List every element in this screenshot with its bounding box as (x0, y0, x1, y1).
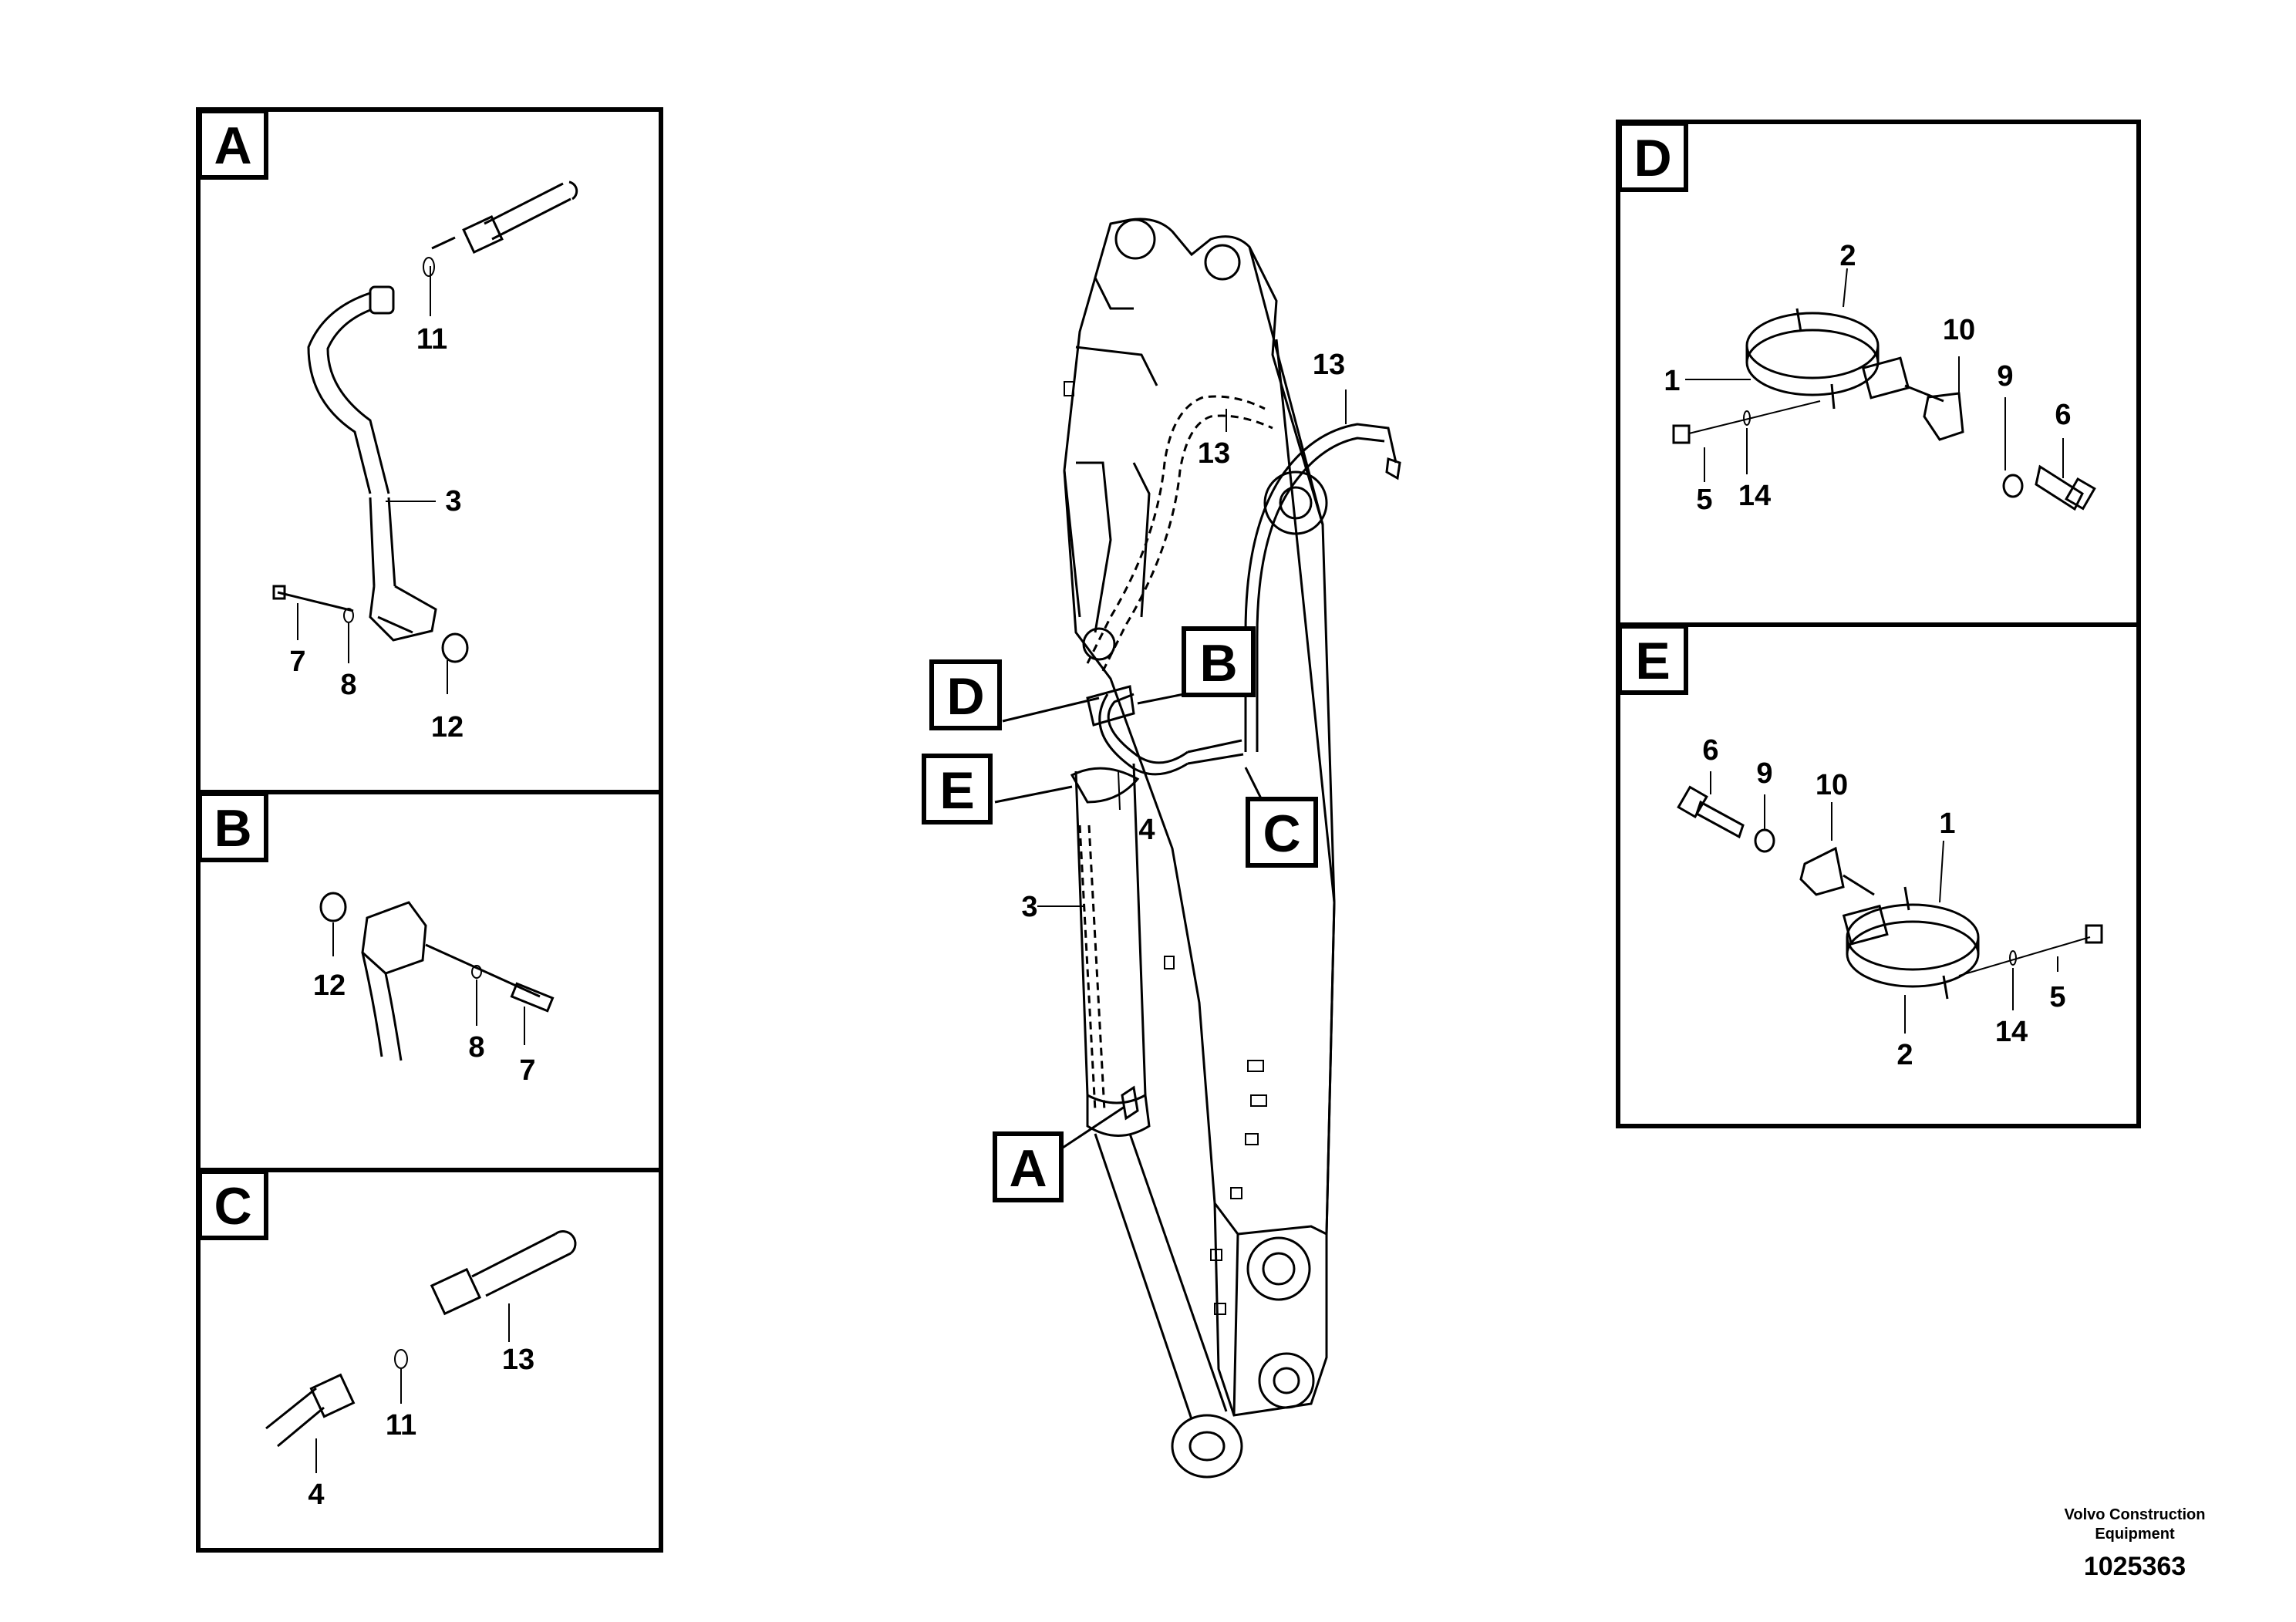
panel-b-letter: B (214, 799, 251, 858)
label-6-e: 6 (1702, 734, 1718, 767)
callout-d: D (946, 667, 984, 726)
callout-e: E (939, 761, 974, 820)
drawing-number: 1025363 (2084, 1552, 2186, 1581)
label-4-c: 4 (308, 1479, 324, 1511)
label-13-c: 13 (502, 1344, 534, 1376)
detail-panel-a: A 11 3 7 8 12 (196, 107, 663, 794)
label-5-d: 5 (1696, 484, 1712, 516)
label-7-b: 7 (519, 1054, 535, 1087)
label-7: 7 (289, 646, 305, 678)
detail-panel-c: C 13 11 4 (196, 1168, 663, 1553)
label-10-d: 10 (1943, 314, 1975, 346)
panel-d-letter: D (1633, 129, 1671, 187)
detail-panel-e: E 6 9 10 1 2 14 5 (1616, 622, 2141, 1128)
label-11-c: 11 (386, 1409, 416, 1442)
label-9-d: 9 (1997, 360, 2013, 393)
label-3: 3 (445, 485, 461, 518)
callout-b: B (1199, 634, 1237, 693)
detail-panel-b: B 12 8 7 (196, 790, 663, 1172)
callout-c: C (1263, 804, 1300, 863)
panel-e-letter: E (1635, 632, 1670, 690)
label-9-e: 9 (1756, 757, 1772, 790)
label-4-main: 4 (1138, 814, 1155, 846)
label-14-e: 14 (1995, 1016, 2028, 1048)
label-8: 8 (340, 669, 356, 701)
drawing-footer: Volvo Construction Equipment 1025363 (2065, 1506, 2206, 1581)
label-6-d: 6 (2055, 399, 2071, 431)
label-3-main: 3 (1021, 891, 1037, 923)
label-13-main-inner: 13 (1198, 437, 1230, 470)
label-2-e: 2 (1896, 1039, 1913, 1071)
label-12-b: 12 (313, 969, 346, 1002)
callout-a: A (1009, 1139, 1047, 1198)
main-boom-assembly: D B E C A 13 13 4 3 (922, 218, 1401, 1479)
label-1-d: 1 (1664, 365, 1680, 397)
label-5-e: 5 (2049, 981, 2065, 1013)
label-8-b: 8 (468, 1031, 484, 1064)
company-line1: Volvo Construction (2065, 1506, 2206, 1523)
label-13-main-outer: 13 (1313, 349, 1345, 381)
panel-a-letter: A (214, 116, 251, 175)
label-2-d: 2 (1839, 240, 1856, 272)
label-1-e: 1 (1939, 808, 1955, 840)
label-11: 11 (416, 323, 447, 356)
label-10-e: 10 (1816, 769, 1848, 801)
panel-c-letter: C (214, 1177, 251, 1236)
label-14-d: 14 (1738, 480, 1771, 512)
company-line2: Equipment (2095, 1526, 2175, 1543)
detail-panel-d: D 1 2 10 9 6 5 14 (1616, 120, 2141, 627)
label-12: 12 (431, 711, 464, 744)
